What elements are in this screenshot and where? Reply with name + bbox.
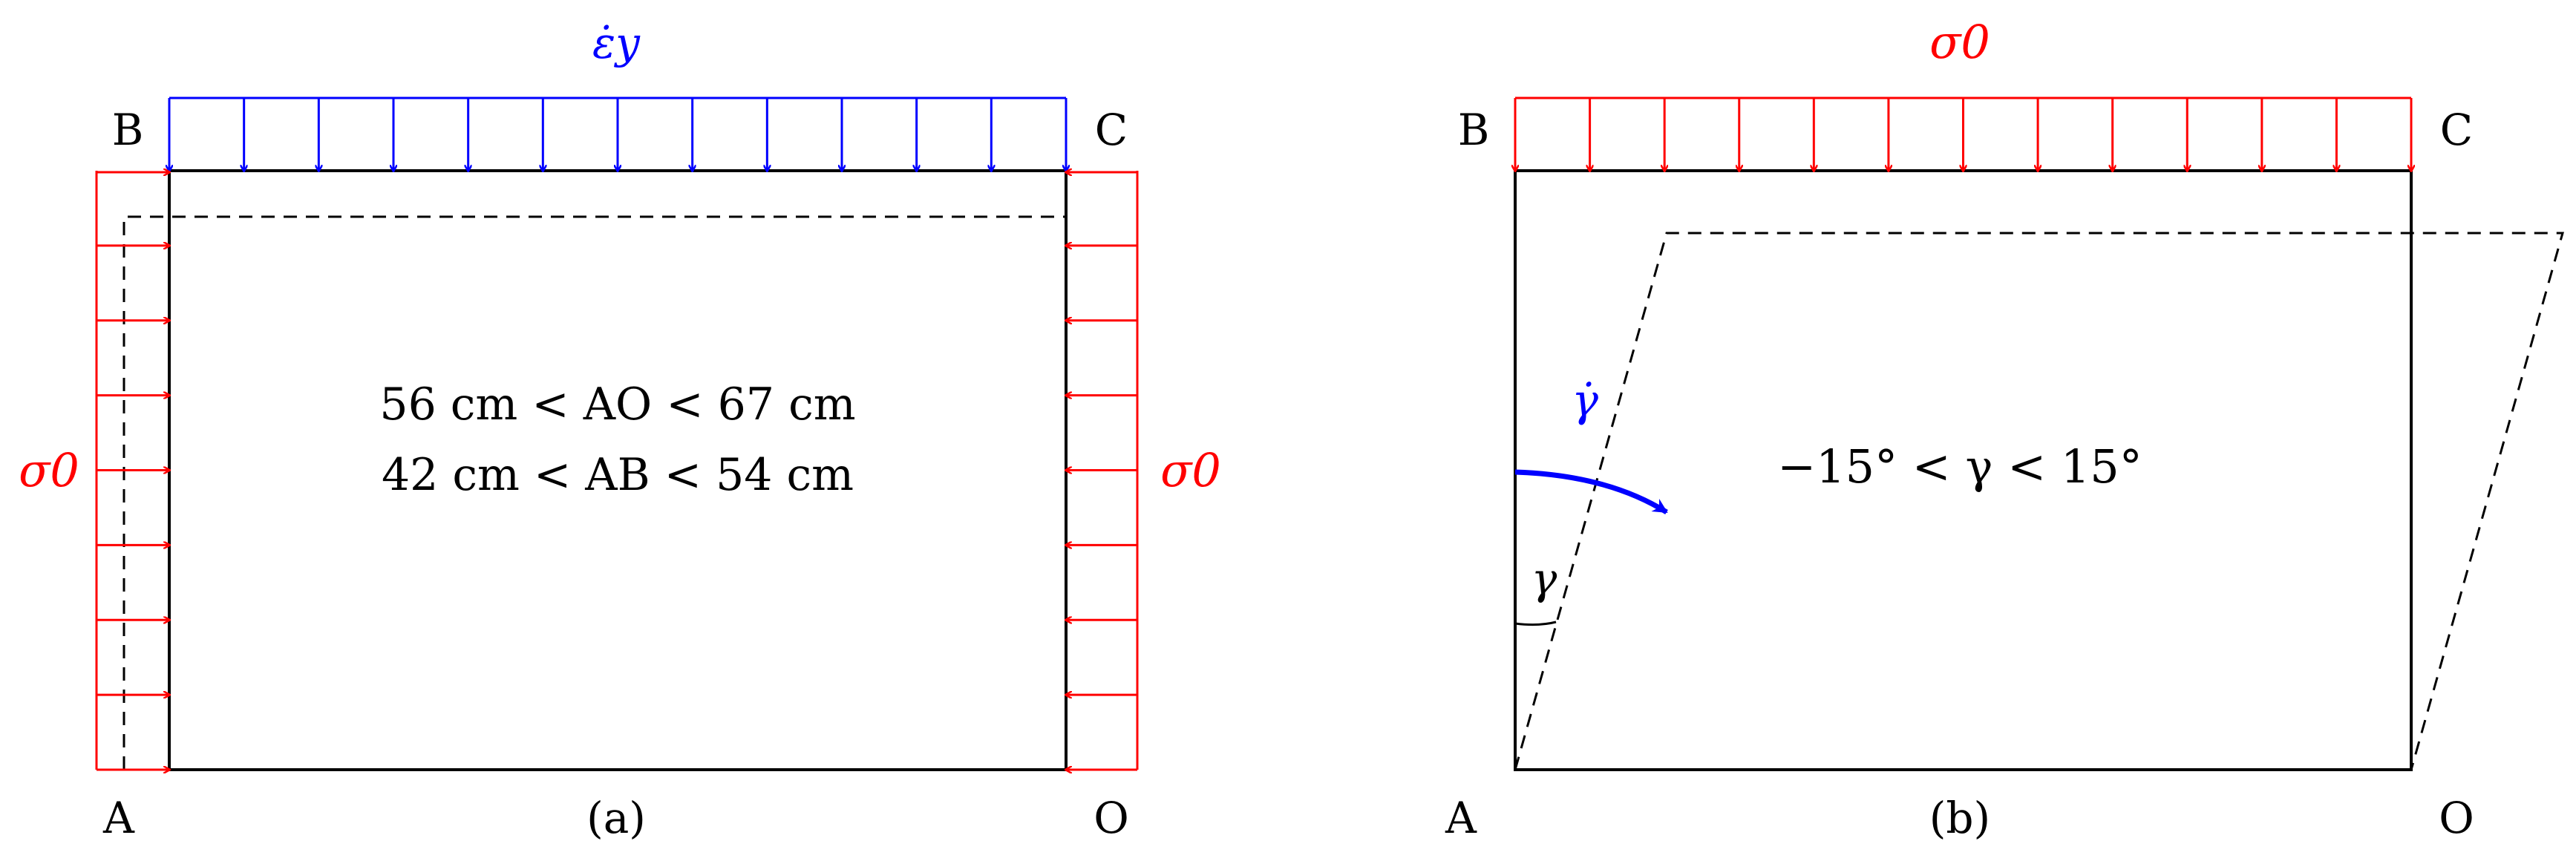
top-arrows-b <box>1515 98 2411 171</box>
corner-b-b: B <box>1458 105 1490 155</box>
top-load-b <box>1515 96 2411 171</box>
range-line-1-a: 56 cm < AO < 67 cm <box>379 379 855 430</box>
panel-b: γ̇ γ σ0 B C A O −15° < γ < 15° (b) <box>1445 15 2564 843</box>
right-load-label-a: σ0 <box>1160 443 1221 497</box>
corner-a-a: A <box>102 793 135 843</box>
left-load-a <box>95 171 169 770</box>
shear-rate-label: γ̇ <box>1572 375 1598 427</box>
deformed-outline-a <box>122 215 1066 770</box>
top-load-a <box>169 96 1066 171</box>
shear-angle-label: γ <box>1531 554 1557 604</box>
right-arrows-a <box>1066 172 1137 770</box>
corner-o-a: O <box>1094 793 1129 843</box>
shear-rate-arrow <box>1514 469 1668 514</box>
right-load-a <box>1066 171 1139 770</box>
top-load-label-a: ε̇y <box>592 18 641 68</box>
caption-b: (b) <box>1929 793 1990 843</box>
caption-a: (a) <box>586 793 646 843</box>
range-line-2-a: 42 cm < AB < 54 cm <box>382 449 854 501</box>
left-arrows-a <box>97 172 169 770</box>
corner-c-a: C <box>1095 105 1128 155</box>
top-load-label-b: σ0 <box>1929 15 1990 69</box>
left-load-label-a: σ0 <box>19 443 79 497</box>
top-arrows-a <box>169 98 1066 171</box>
corner-o-b: O <box>2439 793 2474 843</box>
sheared-outline-b <box>1514 232 2564 771</box>
corner-b-a: B <box>112 105 144 155</box>
corner-a-b: A <box>1445 793 1477 843</box>
range-line-b: −15° < γ < 15° <box>1777 439 2142 494</box>
panel-a: ε̇y σ0 σ0 B C A O 56 cm < AO < 67 cm 42 … <box>19 18 1221 843</box>
corner-c-b: C <box>2440 105 2473 155</box>
shear-angle-arc <box>1514 621 1557 626</box>
